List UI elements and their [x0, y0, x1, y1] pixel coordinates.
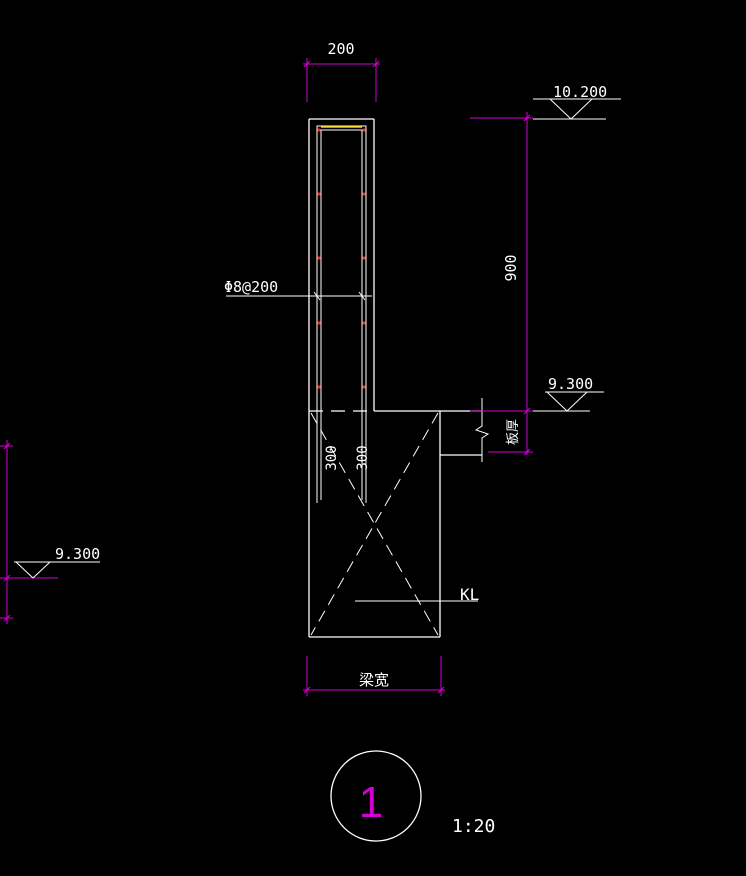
rebar-spec-label: Φ8@200 — [224, 278, 278, 296]
detail-number-bubble — [330, 750, 422, 842]
slab-thickness-label: 板厚 — [506, 419, 521, 445]
elevation-top-label: 10.200 — [553, 83, 607, 101]
elevation-mark-slab — [533, 391, 604, 412]
scale-label: 1:20 — [452, 816, 495, 837]
beam-width-dimension — [303, 656, 445, 696]
beam-label: KL — [460, 585, 479, 604]
beam-outline — [308, 410, 482, 638]
rebar-dots — [317, 128, 366, 389]
parapet-height-label: 900 — [502, 254, 520, 281]
parapet-wall-outline — [308, 118, 375, 411]
parapet-height-dimension — [470, 112, 533, 456]
beam-width-label: 梁宽 — [359, 671, 389, 689]
wall-width-label: 200 — [327, 40, 354, 58]
wall-width-dimension — [303, 58, 380, 102]
detail-number-label: 1 — [359, 778, 383, 827]
elevation-left-label: 9.300 — [55, 545, 100, 563]
slab-break-line — [474, 398, 490, 462]
elevation-mark-left — [14, 561, 100, 579]
rebar-stirrup — [316, 125, 367, 503]
elevation-slab-label: 9.300 — [548, 375, 593, 393]
rebar-anchor-label-2: 300 — [355, 445, 371, 470]
beam-cross-hatch — [310, 412, 439, 636]
rebar-leader-line — [226, 291, 372, 301]
elevation-mark-top — [533, 98, 621, 120]
rebar-anchor-label-1: 300 — [324, 445, 340, 470]
left-level-dimension — [0, 440, 58, 624]
